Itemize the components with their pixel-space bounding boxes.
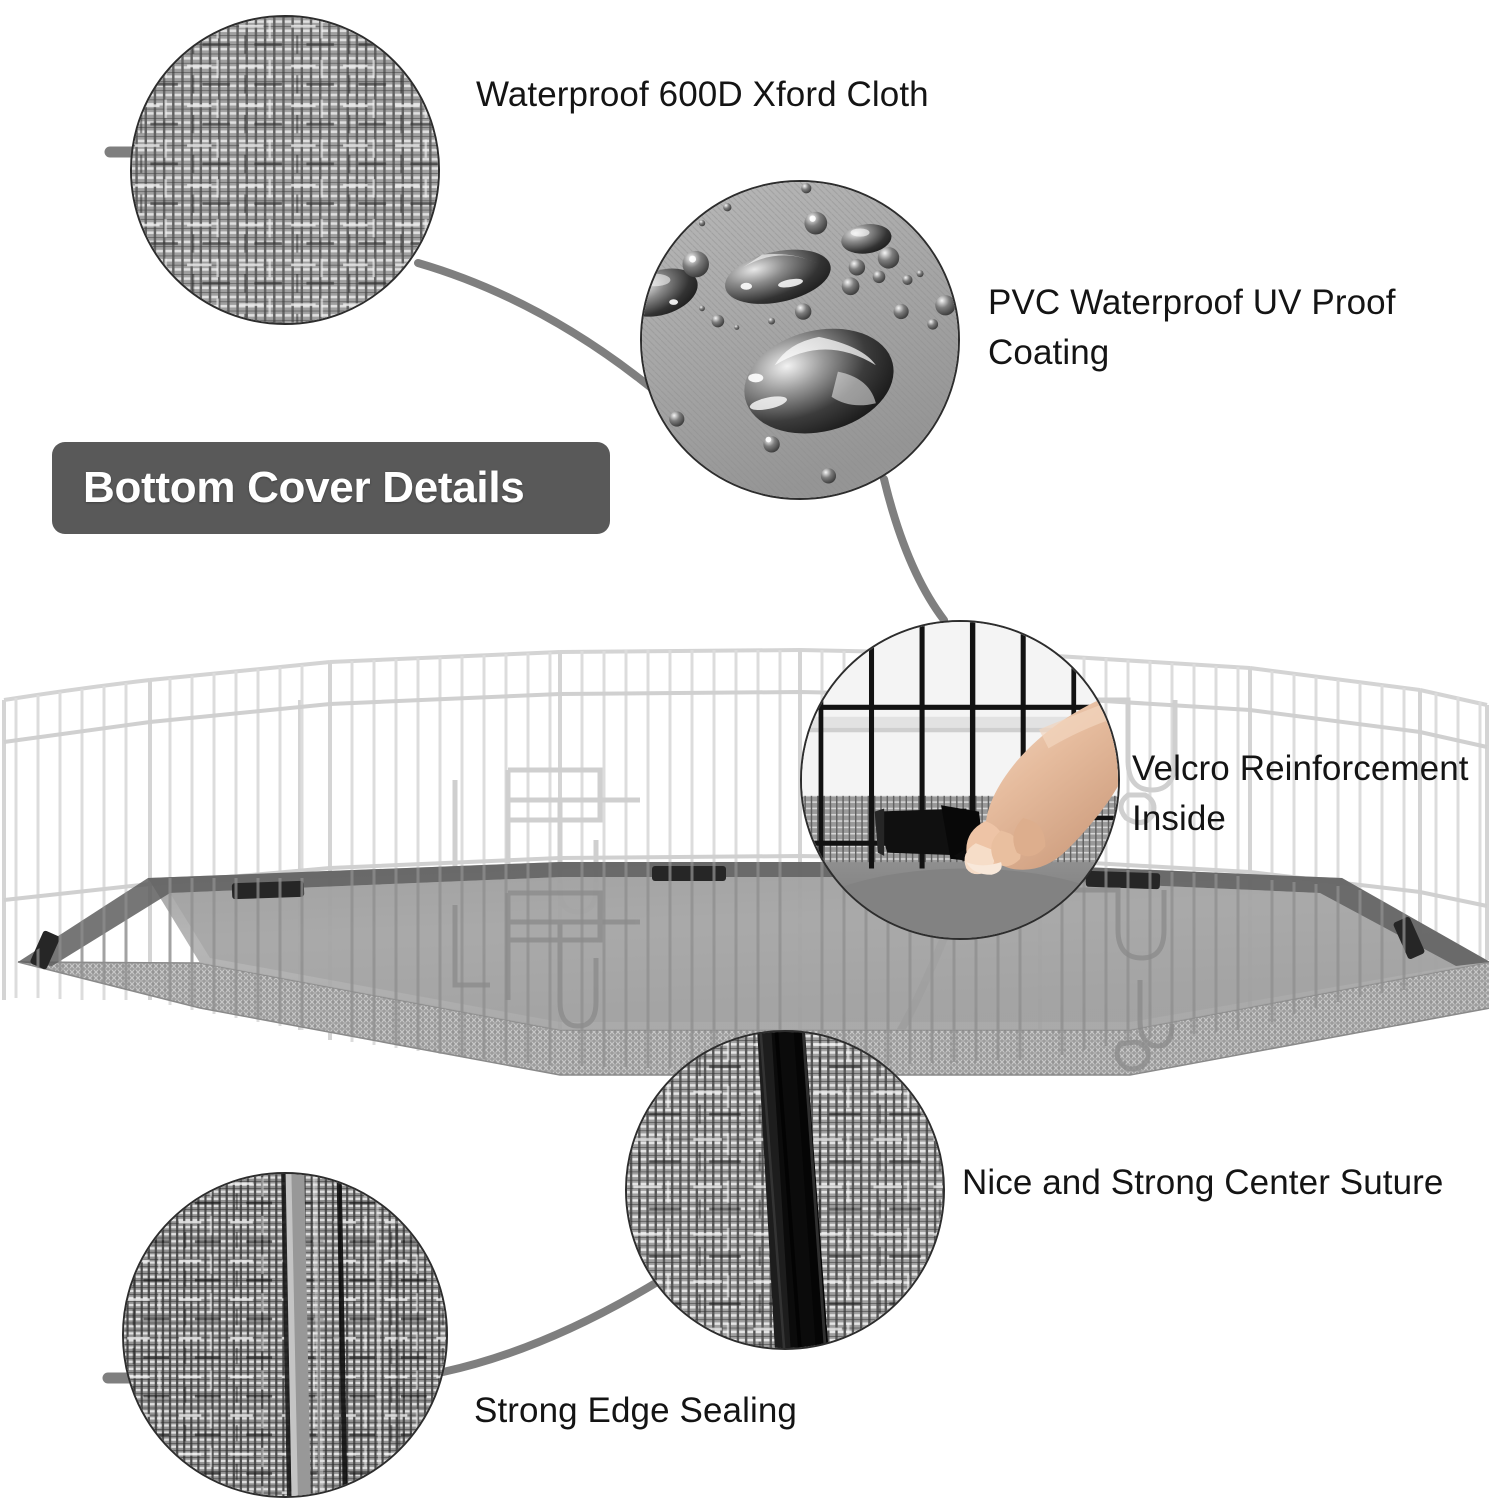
playpen-door-latch-front <box>452 887 1175 1072</box>
callout-waterproof-cloth <box>130 15 440 325</box>
gray-fabric-with-sealed-folded-edge <box>124 1174 446 1496</box>
label-velcro-reinforcement: Velcro Reinforcement Inside <box>1132 749 1469 838</box>
water-drop-large <box>744 328 894 434</box>
callout-center-suture <box>625 1030 945 1350</box>
velcro-tab <box>1393 917 1425 959</box>
center-seam <box>757 1032 829 1348</box>
bottom-cover-details-banner: Bottom Cover Details <box>52 442 610 534</box>
hand-pulling-black-velcro-strap-on-wire-pen <box>802 622 1118 938</box>
water-beads-on-coated-fabric <box>642 182 958 498</box>
connector-cloth-to-pvc <box>414 259 664 399</box>
water-drop-medium <box>725 249 831 304</box>
sealed-edge-seam <box>281 1174 348 1496</box>
gray-fabric-with-black-center-seam <box>627 1032 943 1348</box>
mat-rim-highlight <box>170 877 1456 1022</box>
water-droplet-cluster <box>669 183 956 484</box>
callout-velcro-reinforcement <box>800 620 1120 940</box>
connector-suture-to-edge <box>439 1277 663 1376</box>
label-waterproof-cloth: Waterproof 600D Xford Cloth <box>476 75 929 114</box>
gray-woven-oxford-fabric-closeup <box>132 17 438 323</box>
velcro-tab <box>1085 870 1161 890</box>
velcro-tab <box>231 880 305 900</box>
label-center-suture: Nice and Strong Center Suture <box>962 1163 1444 1202</box>
callout-pvc-coating <box>640 180 960 500</box>
callout-edge-sealing <box>122 1172 448 1498</box>
connector-pvc-to-velcro <box>880 475 948 624</box>
label-pvc-coating: PVC Waterproof UV Proof Coating <box>988 283 1396 372</box>
banner-title: Bottom Cover Details <box>83 463 525 512</box>
hand <box>964 691 1118 875</box>
label-edge-sealing: Strong Edge Sealing <box>474 1391 797 1430</box>
